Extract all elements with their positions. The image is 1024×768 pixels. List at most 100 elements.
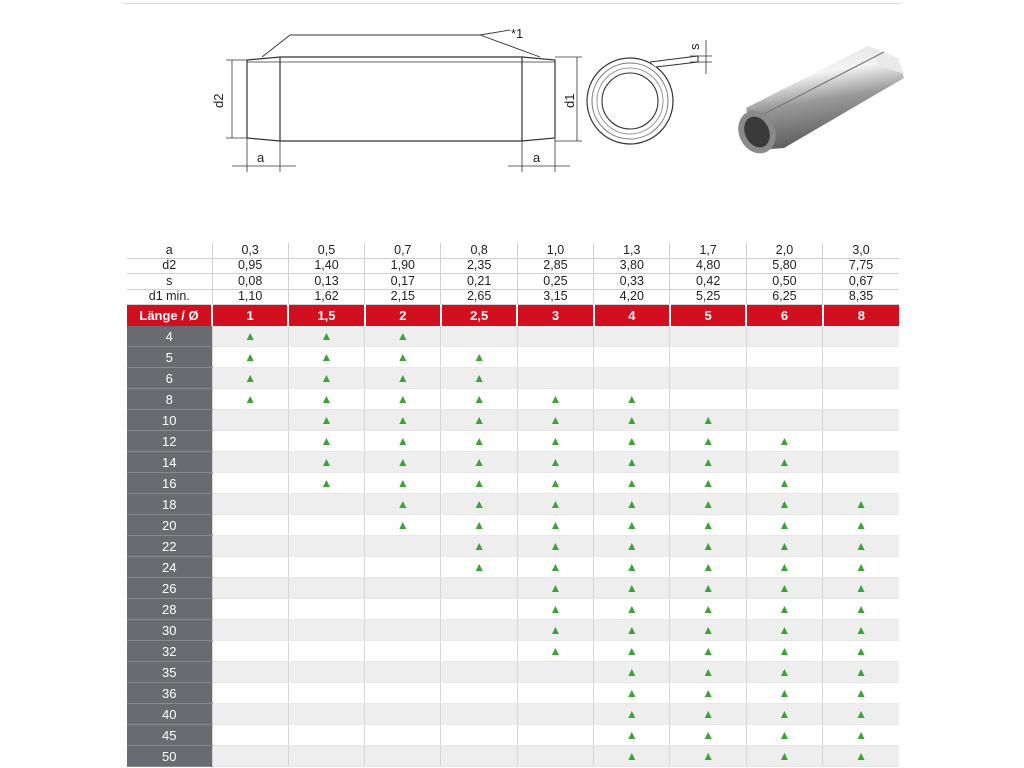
table-row: 40▲▲▲▲	[127, 703, 899, 725]
availability-cell	[287, 745, 365, 767]
availability-cell	[440, 661, 518, 683]
length-diameter-header: Länge / Ø	[127, 304, 212, 326]
availability-cell	[211, 514, 289, 536]
availability-cell	[364, 556, 441, 578]
table-row: 5▲▲▲▲	[127, 346, 899, 368]
diameter-header: 2,5	[439, 304, 518, 326]
availability-cell	[287, 514, 365, 536]
available-triangle-icon: ▲	[702, 707, 715, 721]
available-triangle-icon: ▲	[396, 392, 409, 406]
availability-cell	[516, 724, 594, 746]
available-triangle-icon: ▲	[855, 623, 867, 637]
available-triangle-icon: ▲	[625, 497, 638, 511]
availability-cell: ▲	[516, 388, 594, 410]
availability-cell: ▲	[669, 619, 747, 641]
availability-cell	[669, 346, 747, 368]
availability-cell: ▲	[822, 577, 899, 599]
available-triangle-icon: ▲	[702, 413, 715, 427]
availability-cell	[364, 577, 441, 599]
table-row: 50▲▲▲▲	[127, 745, 899, 767]
availability-cell: ▲	[669, 535, 747, 557]
availability-cell: ▲	[669, 640, 747, 662]
available-triangle-icon: ▲	[855, 728, 867, 742]
availability-cell: ▲	[669, 598, 747, 620]
availability-cell: ▲	[440, 346, 518, 368]
dimension-value: 1,10	[211, 289, 289, 305]
length-cell: 10	[127, 409, 212, 431]
availability-cell: ▲	[745, 598, 823, 620]
availability-cell: ▲	[593, 661, 670, 683]
availability-cell	[211, 598, 289, 620]
available-triangle-icon: ▲	[549, 392, 562, 406]
technical-drawing: *1 d2 d1 a a s	[211, 26, 904, 172]
available-triangle-icon: ▲	[244, 350, 257, 364]
s-label: s	[687, 43, 702, 50]
available-triangle-icon: ▲	[625, 539, 638, 553]
available-triangle-icon: ▲	[473, 413, 486, 427]
available-triangle-icon: ▲	[549, 413, 562, 427]
availability-cell: ▲	[364, 388, 441, 410]
available-triangle-icon: ▲	[396, 413, 409, 427]
dimension-value: 1,90	[364, 258, 441, 274]
available-triangle-icon: ▲	[625, 623, 638, 637]
availability-cell	[516, 346, 594, 368]
availability-cell	[211, 451, 289, 473]
availability-cell: ▲	[669, 745, 747, 767]
availability-cell: ▲	[593, 430, 670, 452]
availability-cell: ▲	[745, 514, 823, 536]
d2-label: d2	[211, 94, 226, 108]
dimension-value: 8,35	[822, 289, 899, 305]
availability-cell: ▲	[516, 472, 594, 494]
available-triangle-icon: ▲	[625, 686, 638, 700]
availability-cell	[440, 326, 518, 347]
available-triangle-icon: ▲	[702, 749, 715, 763]
availability-cell	[287, 493, 365, 515]
available-triangle-icon: ▲	[473, 518, 486, 532]
dimension-value: 3,0	[822, 243, 899, 259]
availability-cell	[516, 703, 594, 725]
available-triangle-icon: ▲	[778, 581, 791, 595]
availability-cell: ▲	[669, 493, 747, 515]
available-triangle-icon: ▲	[625, 455, 638, 469]
available-triangle-icon: ▲	[778, 455, 791, 469]
table-row: 14▲▲▲▲▲▲▲	[127, 451, 899, 473]
available-triangle-icon: ▲	[473, 539, 486, 553]
table-row: 24▲▲▲▲▲▲	[127, 556, 899, 578]
availability-cell	[822, 451, 899, 473]
availability-cell: ▲	[593, 388, 670, 410]
dimension-value: 1,7	[669, 243, 747, 259]
availability-cell	[440, 745, 518, 767]
available-triangle-icon: ▲	[473, 497, 486, 511]
availability-cell: ▲	[669, 682, 747, 704]
availability-cell: ▲	[440, 430, 518, 452]
availability-cell: ▲	[593, 724, 670, 746]
availability-cell	[211, 535, 289, 557]
available-triangle-icon: ▲	[549, 560, 562, 574]
available-triangle-icon: ▲	[320, 455, 333, 469]
available-triangle-icon: ▲	[473, 476, 486, 490]
available-triangle-icon: ▲	[702, 434, 715, 448]
available-triangle-icon: ▲	[625, 476, 638, 490]
available-triangle-icon: ▲	[778, 749, 791, 763]
available-triangle-icon: ▲	[855, 581, 867, 595]
length-cell: 5	[127, 346, 212, 368]
available-triangle-icon: ▲	[244, 392, 257, 406]
dimension-value: 0,17	[364, 273, 441, 290]
available-triangle-icon: ▲	[549, 518, 562, 532]
availability-cell: ▲	[745, 493, 823, 515]
availability-cell: ▲	[287, 326, 365, 347]
length-cell: 16	[127, 472, 212, 494]
dimension-value: 0,21	[440, 273, 518, 290]
available-triangle-icon: ▲	[320, 434, 333, 448]
availability-cell: ▲	[516, 619, 594, 641]
availability-cell: ▲	[822, 535, 899, 557]
availability-cell	[593, 346, 670, 368]
length-cell: 14	[127, 451, 212, 473]
available-triangle-icon: ▲	[702, 686, 715, 700]
availability-cell: ▲	[745, 703, 823, 725]
availability-cell	[211, 640, 289, 662]
availability-cell: ▲	[822, 724, 899, 746]
availability-cell: ▲	[287, 367, 365, 389]
